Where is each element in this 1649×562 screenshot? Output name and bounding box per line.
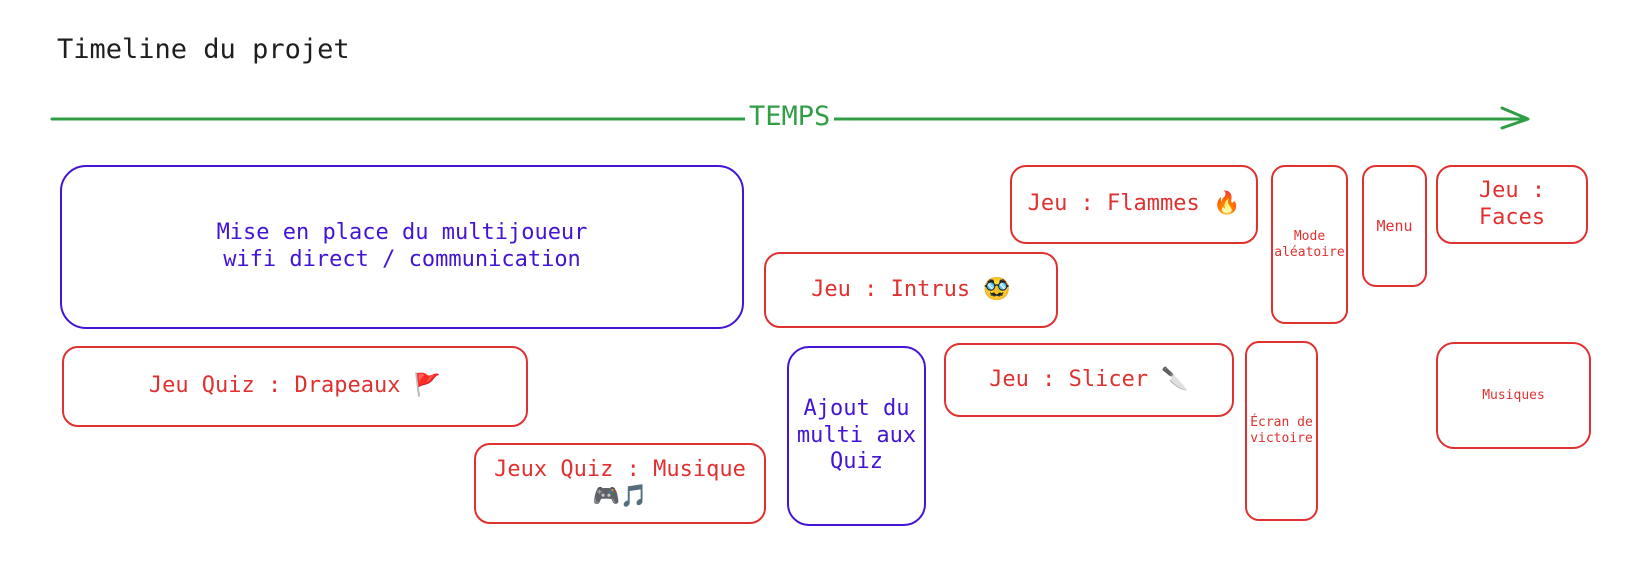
box-musique: Jeux Quiz : Musique 🎮🎵 [474,443,766,524]
box-musiques: Musiques [1436,342,1591,449]
box-ajout-multi: Ajout du multi aux Quiz [787,346,926,526]
box-flammes: Jeu : Flammes 🔥 [1010,165,1258,244]
ajout-line2: multi aux [796,422,917,448]
mode-line1: Mode [1293,228,1326,244]
menu-label: Menu [1376,216,1413,235]
box-intrus: Jeu : Intrus 🥸 [764,252,1058,328]
mode-line2: aléatoire [1274,244,1345,260]
multiplayer-line1: Mise en place du multijoueur [216,220,588,246]
faces-line2: Faces [1478,204,1546,230]
axis-label: TEMPS [745,102,835,132]
ecran-line1: Écran de [1250,415,1313,431]
slicer-label: Jeu : Slicer [989,366,1149,392]
musique-label: Jeux Quiz : Musique [494,456,746,482]
knife-icon: 🔪 [1161,366,1189,392]
faces-line1: Jeu : [1478,177,1546,203]
drapeaux-label: Jeu Quiz : Drapeaux [148,373,401,399]
disguise-icon: 🥸 [983,276,1011,302]
box-multiplayer: Mise en place du multijoueur wifi direct… [60,165,744,329]
box-ecran-victoire: Écran de victoire [1245,341,1318,521]
flag-icon: 🚩 [413,373,442,399]
box-menu: Menu [1362,165,1427,287]
multiplayer-line2: wifi direct / communication [223,247,581,272]
axis-arrowhead [1500,106,1530,130]
box-slicer: Jeu : Slicer 🔪 [944,343,1234,417]
ajout-line1: Ajout du [803,395,910,421]
intrus-label: Jeu : Intrus [811,276,971,302]
diagram-title: Timeline du projet [57,34,350,65]
box-faces: Jeu : Faces [1436,165,1588,244]
musiques-label: Musiques [1482,387,1545,403]
flammes-label: Jeu : Flammes [1027,191,1200,217]
box-drapeaux: Jeu Quiz : Drapeaux 🚩 [62,346,528,427]
ajout-line3: Quiz [830,449,883,475]
fire-icon: 🔥 [1213,191,1241,217]
box-mode-aleatoire: Mode aléatoire [1271,165,1348,324]
ecran-line2: victoire [1250,431,1313,446]
gamepad-music-icon: 🎮🎵 [592,483,648,509]
